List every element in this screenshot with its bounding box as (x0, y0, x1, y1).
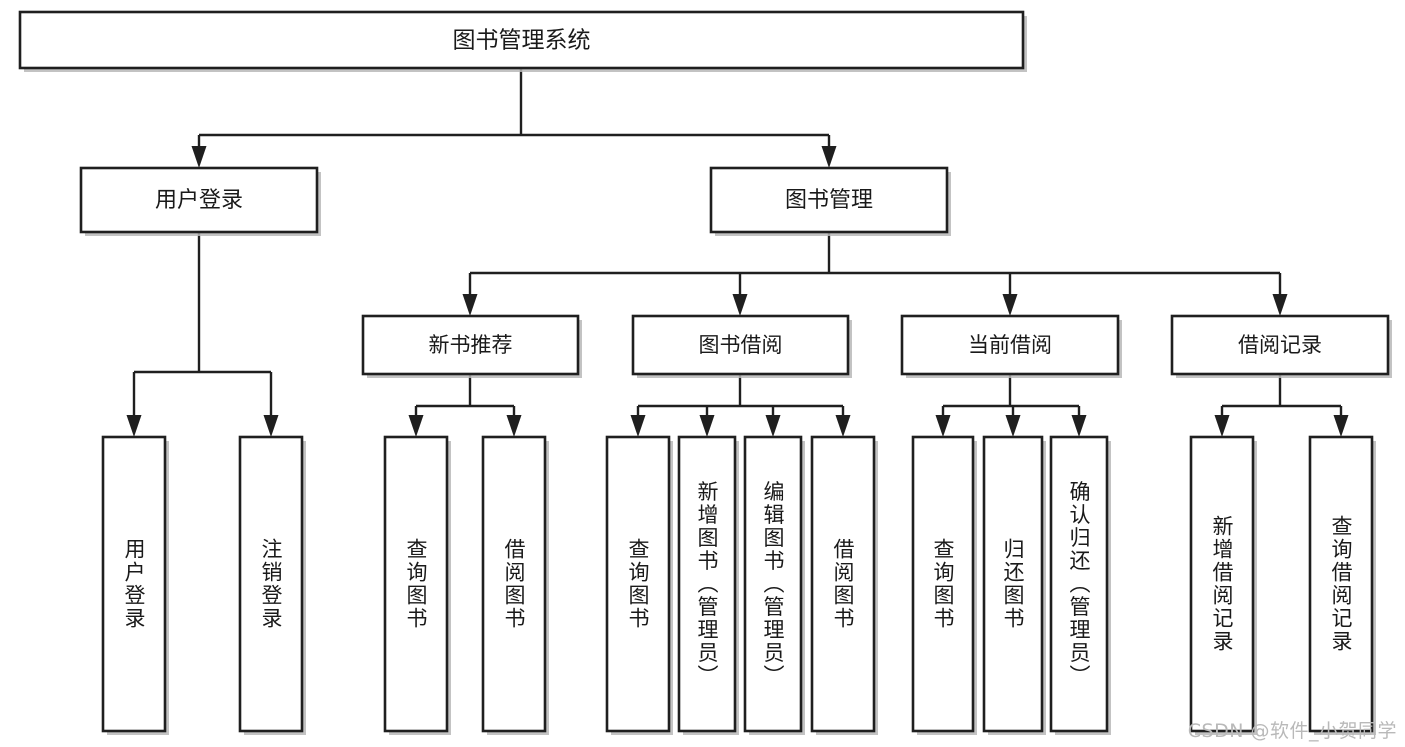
leaf-node-11-label: 新增借阅记录 (1210, 515, 1234, 653)
level3-node-1-label: 图书借阅 (699, 333, 783, 357)
leaf-node-12[interactable]: 查询借阅记录 (1308, 435, 1376, 735)
level3-node-0[interactable]: 新书推荐 (361, 314, 582, 378)
leaf-node-7-box[interactable] (810, 435, 876, 733)
leaf-node-1-label: 注销登录 (259, 538, 283, 630)
leaf-node-11-box[interactable] (1189, 435, 1255, 733)
leaf-node-5[interactable]: 新增图书（管理员） (677, 435, 739, 735)
leaf-node-6-box[interactable] (743, 435, 803, 733)
arrow-head-icon (506, 415, 522, 437)
leaf-node-5-box[interactable] (677, 435, 737, 733)
arrow-head-icon (1005, 415, 1021, 437)
leaf-node-12-label: 查询借阅记录 (1329, 515, 1353, 653)
root-node-book-management-system[interactable]: 图书管理系统 (18, 10, 1027, 72)
arrow-head-icon (1071, 415, 1087, 437)
root-node-book-management-system-box[interactable] (18, 10, 1025, 70)
level2-node-1[interactable]: 图书管理 (709, 166, 951, 236)
connector-borrow-to-leaves (630, 374, 851, 437)
connector-new-book-to-leaves (408, 374, 522, 437)
leaf-node-3-box[interactable] (481, 435, 547, 733)
leaf-node-12-box[interactable] (1308, 435, 1374, 733)
level3-node-0-label: 新书推荐 (429, 333, 513, 357)
arrow-head-icon (732, 294, 748, 316)
connector-user-login-to-leaves (126, 232, 279, 437)
leaf-node-0[interactable]: 用户登录 (101, 435, 169, 735)
leaf-node-10-label: 确认归还（管理员） (1067, 481, 1091, 688)
root-node-book-management-system-label: 图书管理系统 (453, 28, 591, 54)
arrow-head-icon (1333, 415, 1349, 437)
level2-node-0[interactable]: 用户登录 (79, 166, 321, 236)
arrow-head-icon (126, 415, 142, 437)
arrow-head-icon (191, 146, 207, 168)
csdn-watermark: CSDN @软件_小贺同学 (1187, 720, 1397, 742)
leaf-node-10-box[interactable] (1049, 435, 1109, 733)
leaf-node-10[interactable]: 确认归还（管理员） (1049, 435, 1111, 735)
level3-node-3[interactable]: 借阅记录 (1170, 314, 1392, 378)
arrow-head-icon (1002, 294, 1018, 316)
arrow-head-icon (699, 415, 715, 437)
arrow-head-icon (1214, 415, 1230, 437)
leaf-node-0-box[interactable] (101, 435, 167, 733)
level3-node-2-label: 当前借阅 (968, 333, 1052, 357)
level3-node-2[interactable]: 当前借阅 (900, 314, 1122, 378)
arrow-head-icon (765, 415, 781, 437)
leaf-node-2-label: 查询图书 (404, 538, 428, 630)
leaf-node-8-label: 查询图书 (931, 538, 955, 630)
leaf-node-6[interactable]: 编辑图书（管理员） (743, 435, 805, 735)
leaf-node-5-label: 新增图书（管理员） (695, 481, 719, 688)
level3-node-3-box[interactable] (1170, 314, 1390, 376)
level3-node-1-box[interactable] (631, 314, 850, 376)
connector-book-mgmt-to-level3 (462, 232, 1288, 316)
connector-root-to-level2 (191, 68, 837, 168)
connector-records-to-leaves (1214, 374, 1349, 437)
leaf-node-4-box[interactable] (605, 435, 671, 733)
level2-node-0-label: 用户登录 (155, 188, 243, 213)
leaf-node-4[interactable]: 查询图书 (605, 435, 673, 735)
leaf-node-3[interactable]: 借阅图书 (481, 435, 549, 735)
leaf-node-1-box[interactable] (238, 435, 304, 733)
leaf-node-8-box[interactable] (911, 435, 975, 733)
leaf-node-6-label: 编辑图书（管理员） (761, 481, 785, 688)
arrow-head-icon (408, 415, 424, 437)
leaf-node-4-label: 查询图书 (626, 538, 650, 630)
leaf-node-7[interactable]: 借阅图书 (810, 435, 878, 735)
arrow-head-icon (263, 415, 279, 437)
level3-node-3-label: 借阅记录 (1238, 333, 1322, 357)
connector-current-borrow-to-leaves (935, 374, 1087, 437)
leaf-node-3-label: 借阅图书 (502, 538, 526, 630)
leaf-node-9[interactable]: 归还图书 (982, 435, 1046, 735)
level2-node-1-box[interactable] (709, 166, 949, 234)
arrow-head-icon (835, 415, 851, 437)
level3-node-2-box[interactable] (900, 314, 1120, 376)
leaf-node-0-label: 用户登录 (122, 538, 146, 630)
arrow-head-icon (821, 146, 837, 168)
arrow-head-icon (1272, 294, 1288, 316)
arrow-head-icon (462, 294, 478, 316)
leaf-node-9-label: 归还图书 (1001, 538, 1025, 630)
leaf-node-2[interactable]: 查询图书 (383, 435, 451, 735)
arrow-head-icon (630, 415, 646, 437)
leaf-node-8[interactable]: 查询图书 (911, 435, 977, 735)
level3-node-1[interactable]: 图书借阅 (631, 314, 852, 378)
node-layer: 图书管理系统用户登录图书管理新书推荐图书借阅当前借阅借阅记录用户登录注销登录查询… (18, 10, 1392, 735)
leaf-node-7-label: 借阅图书 (831, 538, 855, 630)
arrow-head-icon (935, 415, 951, 437)
level3-node-0-box[interactable] (361, 314, 580, 376)
leaf-node-1[interactable]: 注销登录 (238, 435, 306, 735)
leaf-node-2-box[interactable] (383, 435, 449, 733)
leaf-node-11[interactable]: 新增借阅记录 (1189, 435, 1257, 735)
connector-layer (126, 68, 1349, 437)
level2-node-0-box[interactable] (79, 166, 319, 234)
level2-node-1-label: 图书管理 (785, 188, 873, 213)
leaf-node-9-box[interactable] (982, 435, 1044, 733)
